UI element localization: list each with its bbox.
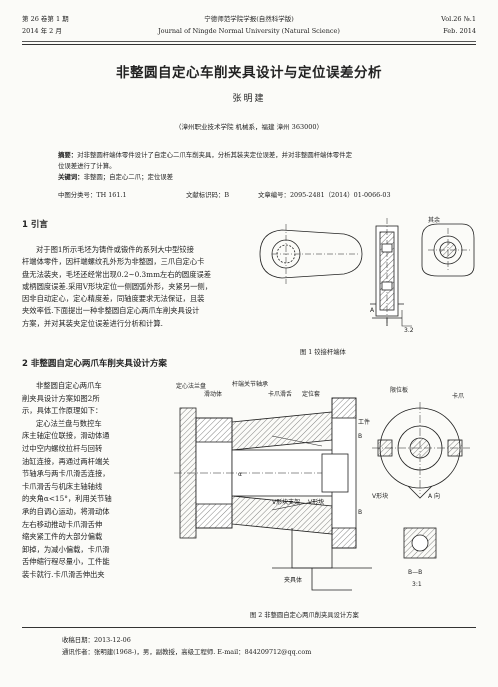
pub-date-en: Feb. 2014 xyxy=(443,27,476,35)
label-vblock-main: V形块 xyxy=(308,498,324,506)
label-vblock-side: V形块 xyxy=(372,492,388,500)
label-locator: 定位套 xyxy=(302,390,320,398)
doc-code: 文献标识码：B xyxy=(186,191,230,199)
text-line: 缩夹紧工件的大部分偏载 xyxy=(22,532,103,542)
text-line: 过中空内螺纹拉杆与回转 xyxy=(22,443,103,453)
text-line: 示，具体工作原理如下： xyxy=(22,406,103,416)
text-line: 方案，并对其装夹定位误差进行分析和计算. xyxy=(22,318,163,328)
keywords: 关键词：非整圆；自定心二爪；定位误差 xyxy=(58,173,174,181)
text-line: 装卡就行.卡爪滑舌伸出夹 xyxy=(22,569,105,579)
section-2-heading: 2 非整圆自定心两爪车削夹具设计方案 xyxy=(22,359,167,369)
text-line: 卡爪滑舌与机床主轴轴线 xyxy=(22,481,103,491)
rod-end-side-view xyxy=(259,224,363,284)
text-line: 杆端体零件，因杆端螺纹孔外形为非整圆，三爪自定心卡 xyxy=(22,257,205,267)
label-fixture-body: 夹具体 xyxy=(284,576,302,584)
figure-2-caption: 图 2 非整圆自定心两爪削夹具设计方案 xyxy=(250,612,359,619)
footnote: 收稿日期：2013-12-06 通讯作者：张明建(1968-)，男，副教授，高级… xyxy=(22,627,476,658)
abstract-line-2: 位误差进行了计算。 xyxy=(58,162,116,170)
paper-title: 非整圆自定心车削夹具设计与定位误差分析 xyxy=(116,65,382,81)
fig1-label-other: 其余 xyxy=(428,216,440,224)
label-workpiece: 工件 xyxy=(358,418,370,426)
text-line: 卸掉，为减小偏载，卡爪滑 xyxy=(22,544,110,554)
text-line: 承的自调心运动，将滑动体 xyxy=(22,506,110,516)
header-center: 宁德师范学院学报(自然科学版) Journal of Ningde Normal… xyxy=(22,13,476,37)
text-line: 左右移动推动卡爪滑舌伸 xyxy=(22,519,103,529)
text-line: 节轴承与两卡爪滑舌连接， xyxy=(22,469,110,479)
fixture-section-view xyxy=(174,397,372,591)
abstract-line-1: 摘要：对非整圆杆端体零件设计了自定心二爪车削夹具，分析其装夹定位误差，并对非整圆… xyxy=(58,151,352,159)
volume-en: Vol.26 №.1 xyxy=(441,15,476,23)
text-line: 或柄圆度误差.采用V形块定位一侧圆弧外形，夹紧另一侧， xyxy=(22,281,213,291)
text-line: 非整圆自定心两爪车 xyxy=(36,381,102,390)
rod-end-end-view xyxy=(421,223,475,277)
author-info: 通讯作者：张明建(1968-)，男，副教授，高级工程师. E-mail：8442… xyxy=(62,648,312,656)
label-alpha: α xyxy=(238,471,242,478)
abstract-label: 摘要： xyxy=(58,151,78,159)
text-line: 油缸连接，再通过两杆端关 xyxy=(22,456,110,466)
author-name: 张明建 xyxy=(232,94,266,104)
text-line: 削夹具设计方案如图2所 xyxy=(22,393,100,403)
text-line: 夹效率低.下面提出一种非整圆自定心两爪车削夹具设计 xyxy=(22,306,200,316)
fig1-label-a: A xyxy=(370,307,375,314)
label-b-top: B xyxy=(358,433,362,440)
text-line: 因非自动定心，定心精度差，同轴度要求无法保证，且装 xyxy=(22,294,205,304)
fixture-bb-section xyxy=(403,527,437,559)
label-b-bottom: B xyxy=(358,509,362,516)
label-jaw-tongue: 卡爪滑舌 xyxy=(268,390,292,398)
text-line: 的夹角α<15°，利用关节轴 xyxy=(22,494,112,504)
text-line: 对于图1所示毛坯为铸件或锻件的系列大中型铰接 xyxy=(36,245,194,254)
text-line: 舌伸缩行程尽量小，工件能 xyxy=(22,557,110,567)
intro-paragraph: 对于图1所示毛坯为铸件或锻件的系列大中型铰接 杆端体零件，因杆端螺纹孔外形为非整… xyxy=(22,244,240,330)
label-bearing: 杆端关节轴承 xyxy=(232,380,268,388)
label-limit: 限位板 xyxy=(390,386,408,394)
received-date: 收稿日期：2013-12-06 xyxy=(62,636,131,644)
clc-number: 中图分类号：TH 161.1 xyxy=(58,191,127,199)
label-jaw: 卡爪 xyxy=(452,392,464,400)
label-scale: 3:1 xyxy=(412,581,422,588)
header-left: 第 26 卷第 1 期 2014 年 2 月 xyxy=(22,13,69,37)
journal-name-en: Journal of Ningde Normal University (Nat… xyxy=(158,27,340,35)
journal-name-cn: 宁德师范学院学报(自然科学版) xyxy=(204,15,294,23)
volume-issue: 第 26 卷第 1 期 xyxy=(22,15,69,23)
label-slide: 滑动体 xyxy=(204,390,222,398)
figure-1-caption: 图 1 铰接杆端体 xyxy=(300,349,346,356)
design-paragraph: 非整圆自定心两爪车 削夹具设计方案如图2所 示，具体工作原理如下： 定心法兰盘与… xyxy=(22,380,170,582)
header-right: Vol.26 №.1 Feb. 2014 xyxy=(441,13,476,37)
label-a-direction: A 向 xyxy=(428,492,440,500)
rod-end-section-view xyxy=(370,218,412,327)
keywords-label: 关键词： xyxy=(58,173,84,181)
figure-1-drawing: 其余 A 3.2 xyxy=(259,216,475,334)
section-1-heading: 1 引言 xyxy=(22,220,48,230)
label-section-bb: B—B xyxy=(408,569,422,576)
label-flange: 定心法兰盘 xyxy=(176,382,206,390)
pub-date-cn: 2014 年 2 月 xyxy=(22,27,62,35)
fixture-a-view xyxy=(372,402,470,499)
classification-meta: 中图分类号：TH 161.1 文献标识码：B 文章编号：2095-2481（20… xyxy=(58,190,458,200)
text-line: 盘无法装夹，毛坯还经常出现0.2~0.3mm左右的圆度误差 xyxy=(22,269,212,279)
figure-2-drawing: 定心法兰盘 滑动体 杆端关节轴承 卡爪滑舌 定位套 限位板 卡爪 工件 B B … xyxy=(174,380,470,591)
label-vsupport: V形块支架 xyxy=(272,498,300,506)
affiliation: （漳州职业技术学院 机械系，福建 漳州 363000） xyxy=(174,123,323,131)
running-header: 第 26 卷第 1 期 2014 年 2 月 宁德师范学院学报(自然科学版) J… xyxy=(22,9,476,45)
fig1-label-dim: 3.2 xyxy=(404,327,414,334)
text-line: 定心法兰盘与数控车 xyxy=(36,418,102,428)
text-line: 床主轴定位联接，滑动体通 xyxy=(22,431,110,441)
abstract: 摘要：对非整圆杆端体零件设计了自定心二爪车削夹具，分析其装夹定位误差，并对非整圆… xyxy=(58,150,450,183)
article-number: 文章编号：2095-2481（2014）01-0066-03 xyxy=(258,191,391,199)
